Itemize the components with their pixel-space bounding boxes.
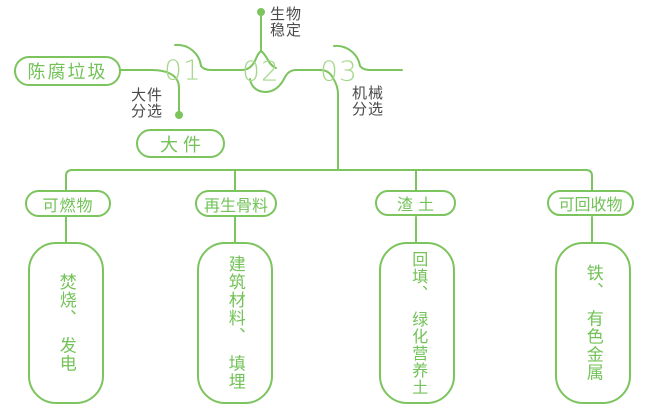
step-number-1: 01: [164, 53, 202, 87]
result-text: 铁、 有色金属: [583, 264, 603, 382]
result-box-slag-soil: 回填、 绿化营养土: [379, 242, 455, 404]
node-recyclables: 可回收物: [547, 190, 634, 216]
node-large-items: 大件: [136, 129, 225, 158]
label-step3-process: 机械 分选: [352, 86, 384, 118]
step-number-2: 02: [242, 54, 280, 88]
node-combustibles: 可燃物: [25, 190, 111, 217]
result-text: 焚烧、 发电: [56, 273, 76, 373]
result-box-recyclables: 铁、 有色金属: [555, 242, 631, 404]
node-slag-soil: 渣土: [375, 190, 456, 216]
dot-above-step2: [257, 8, 265, 16]
result-box-recycled-aggregate: 建筑材料、 填埋: [197, 242, 273, 404]
arc-dome-right-step2: [260, 50, 277, 69]
line-down-step3: [319, 69, 339, 171]
node-recycled-aggregate: 再生骨料: [195, 190, 277, 217]
node-source: 陈腐垃圾: [14, 56, 121, 86]
result-box-combustibles: 焚烧、 发电: [28, 242, 104, 404]
step-number-3: 03: [320, 54, 358, 88]
line-up-step2: [241, 15, 262, 71]
label-step1-process: 大件 分选: [131, 88, 163, 120]
label-line: 机械: [352, 85, 385, 102]
label-line: 大件: [131, 87, 164, 104]
label-line: 生物: [270, 6, 303, 23]
label-line: 分选: [131, 103, 164, 120]
arc-under-step2: [249, 69, 321, 94]
label-line: 稳定: [270, 22, 303, 39]
label-line: 分选: [352, 101, 385, 118]
line-source-to-step1: [120, 69, 180, 112]
result-text: 建筑材料、 填埋: [225, 255, 245, 391]
arc-over-step3: [333, 44, 403, 71]
dot-under-step1: [175, 111, 183, 119]
distributor-bar: [65, 169, 593, 192]
arc-over-step1: [174, 43, 243, 71]
result-text: 回填、 绿化营养土: [409, 250, 427, 396]
label-step2-process: 生物 稳定: [270, 7, 302, 39]
